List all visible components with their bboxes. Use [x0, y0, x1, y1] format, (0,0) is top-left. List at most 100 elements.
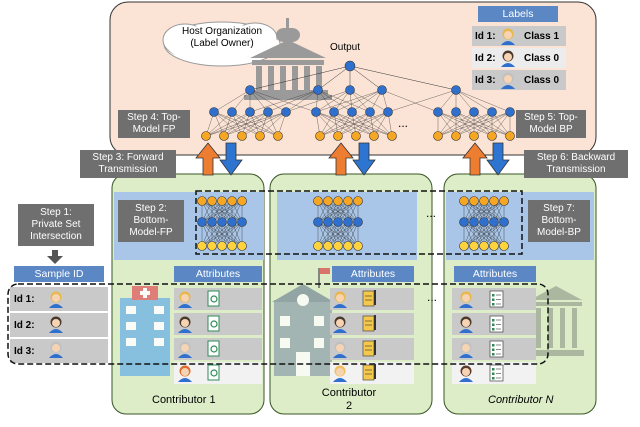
bottom-model-2-node-0-4	[353, 196, 363, 206]
bottom-model-3-node-0-2	[479, 196, 489, 206]
bottom-model-1-node-2-3	[227, 241, 237, 251]
ellipsis-host: ...	[398, 116, 409, 130]
label-row-3-id: Id 3:	[475, 74, 496, 86]
bottom-model-2-node-1-4	[353, 217, 363, 227]
school-building-icon	[272, 268, 334, 376]
backward-arrow-n	[486, 142, 510, 176]
bottom-model-3-node-2-1	[469, 241, 479, 251]
bottom-model-1-node-1-1	[207, 217, 217, 227]
bottom-model-3-node-2-3	[489, 241, 499, 251]
bottom-model-1-node-2-4	[237, 241, 247, 251]
person-avatar-icon	[501, 50, 515, 67]
step-3-box: Step 3: Forward Transmission	[80, 150, 176, 178]
top-model-node-31	[313, 85, 323, 95]
notepad-icon	[362, 290, 376, 307]
bottom-model-2-node-2-4	[353, 241, 363, 251]
top-model-node-12	[469, 131, 479, 141]
step-2-box: Step 2: Bottom- Model-FP	[118, 200, 184, 242]
checklist-icon	[489, 315, 504, 333]
bottom-model-1-node-0-0	[197, 196, 207, 206]
checklist-icon	[489, 290, 504, 308]
top-model-node-26	[451, 107, 461, 117]
top-model-node-20	[311, 107, 321, 117]
bottom-model-3-node-1-0	[459, 217, 469, 227]
document-search-icon	[207, 340, 220, 357]
contributor-2-label: Contributor 2	[321, 387, 377, 412]
top-model-node-11	[451, 131, 461, 141]
ellipsis-rows: ...	[427, 290, 438, 304]
bottom-model-3-node-1-3	[489, 217, 499, 227]
bottom-model-2-node-1-1	[323, 217, 333, 227]
sample-row-3-id: Id 3:	[14, 345, 35, 357]
top-model-node-15	[209, 107, 219, 117]
sample-row-2-id: Id 2:	[14, 319, 35, 331]
top-model-node-35	[344, 60, 356, 72]
bottom-model-2-node-2-0	[313, 241, 323, 251]
top-model-node-7	[351, 131, 361, 141]
step-4-box: Step 4: Top- Model FP	[118, 110, 190, 138]
bottom-model-1-node-1-2	[217, 217, 227, 227]
bottom-model-1-node-1-0	[197, 217, 207, 227]
forward-arrow-2	[328, 142, 354, 176]
bottom-model-3-node-2-4	[499, 241, 509, 251]
bottom-models-dashed-frame	[195, 190, 523, 255]
label-row-1-id: Id 1:	[475, 30, 496, 42]
hospital-building-icon	[120, 286, 170, 376]
bottom-model-2-node-0-3	[343, 196, 353, 206]
bottom-model-2-node-2-3	[343, 241, 353, 251]
forward-arrow-1	[195, 142, 221, 176]
label-row-3-class: Class 0	[524, 74, 560, 86]
bottom-model-1-node-0-1	[207, 196, 217, 206]
top-model-node-27	[469, 107, 479, 117]
notepad-icon	[362, 315, 376, 332]
person-avatar-icon	[459, 341, 473, 358]
bottom-model-1-node-0-4	[237, 196, 247, 206]
top-model-node-33	[377, 85, 387, 95]
top-model-node-10	[433, 131, 443, 141]
step-7-box: Step 7: Bottom- Model-BP	[528, 200, 590, 242]
top-model-node-18	[263, 107, 273, 117]
bottom-model-1-node-0-2	[217, 196, 227, 206]
bottom-model-3-node-2-2	[479, 241, 489, 251]
bottom-model-1-node-0-3	[227, 196, 237, 206]
top-model-node-9	[387, 131, 397, 141]
top-model-node-30	[245, 85, 255, 95]
person-avatar-icon	[178, 341, 192, 358]
document-search-icon	[207, 364, 220, 381]
person-avatar-icon	[501, 28, 515, 45]
person-avatar-icon	[459, 291, 473, 308]
bottom-model-2-node-1-3	[343, 217, 353, 227]
contributor-n-label: Contributor N	[488, 394, 554, 406]
person-avatar-icon	[459, 365, 473, 382]
government-building-icon	[244, 18, 332, 100]
top-model-node-28	[487, 107, 497, 117]
host-title: Host Organization (Label Owner)	[181, 26, 263, 49]
bottom-model-3-node-0-3	[489, 196, 499, 206]
notepad-icon	[362, 364, 376, 381]
person-avatar-icon	[501, 72, 515, 89]
bank-building-icon	[530, 286, 584, 356]
person-avatar-icon	[459, 316, 473, 333]
bottom-model-networks	[197, 196, 509, 251]
top-model-node-5	[315, 131, 325, 141]
top-model-network	[201, 60, 515, 141]
person-avatar-icon	[49, 291, 63, 308]
person-avatar-icon	[333, 316, 347, 333]
top-model-node-25	[433, 107, 443, 117]
person-avatar-icon	[178, 365, 192, 382]
person-avatar-icon	[178, 291, 192, 308]
bottom-model-1-node-1-4	[237, 217, 247, 227]
bottom-model-1-node-2-2	[217, 241, 227, 251]
top-model-node-6	[333, 131, 343, 141]
bottom-model-1-node-2-0	[197, 241, 207, 251]
top-model-node-22	[347, 107, 357, 117]
document-search-icon	[207, 315, 220, 332]
top-model-node-8	[369, 131, 379, 141]
checklist-icon	[489, 340, 504, 358]
top-model-node-32	[345, 85, 355, 95]
bottom-model-3-node-1-4	[499, 217, 509, 227]
top-model-node-23	[365, 107, 375, 117]
top-model-node-34	[451, 85, 461, 95]
bottom-model-2-node-2-1	[323, 241, 333, 251]
top-model-node-16	[227, 107, 237, 117]
